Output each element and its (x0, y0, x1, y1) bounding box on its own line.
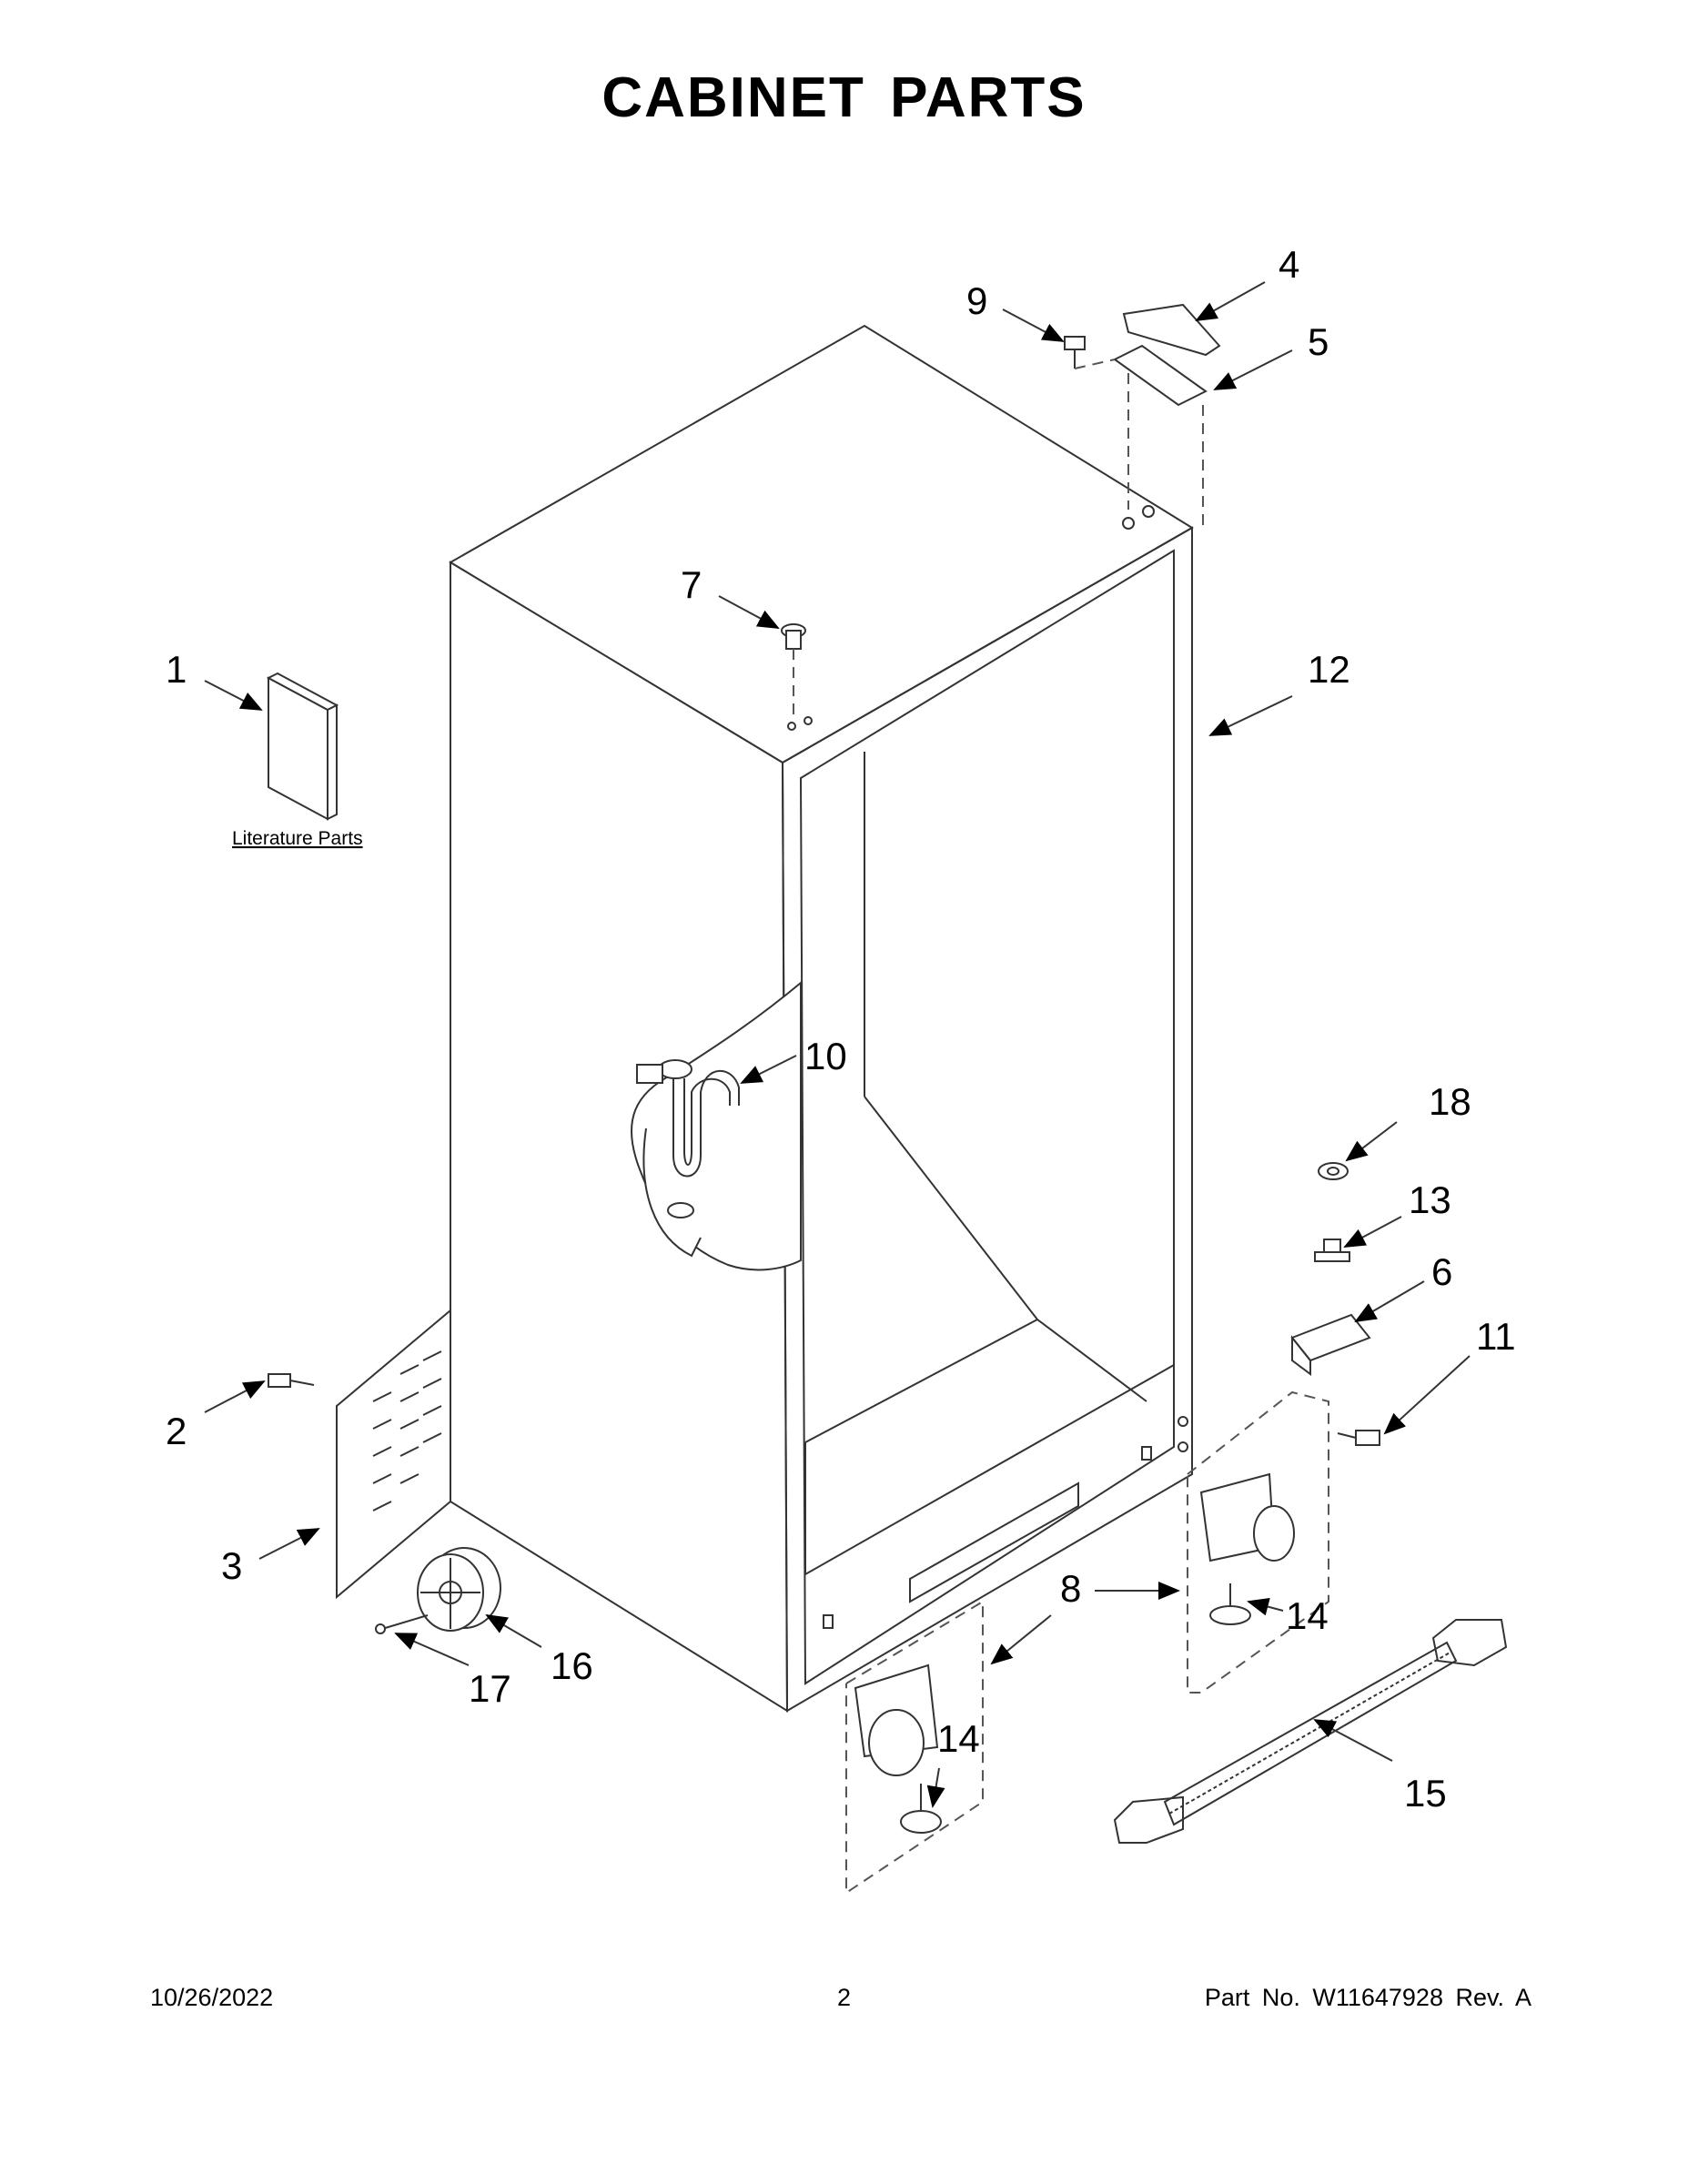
roller-assembly-left (845, 1600, 984, 1895)
callout-15: 15 (1404, 1772, 1447, 1815)
callout-2: 2 (166, 1410, 187, 1452)
callout-14-left: 14 (937, 1717, 980, 1760)
callout-5: 5 (1308, 320, 1329, 363)
callout-18: 18 (1429, 1080, 1471, 1123)
footer-date: 10/26/2022 (150, 1984, 274, 2011)
bottom-hinge-parts (1290, 1162, 1380, 1446)
callout-7: 7 (681, 563, 702, 606)
callout-13: 13 (1409, 1178, 1451, 1221)
callout-6: 6 (1431, 1250, 1452, 1293)
callout-11: 11 (1476, 1315, 1516, 1358)
roller-assembly-right (1187, 1390, 1329, 1694)
callout-8: 8 (1060, 1567, 1081, 1610)
cutaway-drain-area (630, 980, 802, 1271)
top-hinge-assembly (1064, 303, 1221, 528)
callout-17: 17 (469, 1667, 511, 1710)
literature-parts-booklet: Literature Parts (232, 672, 363, 849)
literature-parts-label: Literature Parts (232, 828, 363, 849)
callout-9: 9 (966, 279, 987, 322)
callout-14-right: 14 (1286, 1594, 1329, 1637)
footer-page-number: 2 (836, 1984, 852, 2011)
cabinet-body (449, 324, 1194, 1713)
callout-1: 1 (166, 648, 187, 691)
footer-part-number: Part No. W11647928 Rev. A (1204, 1984, 1531, 2011)
callout-3: 3 (221, 1544, 242, 1587)
toe-grille (1113, 1619, 1508, 1844)
callout-4: 4 (1279, 243, 1299, 286)
page-title: CABINET PARTS (601, 66, 1087, 129)
roller-wheel (375, 1547, 501, 1634)
pin-part (781, 623, 806, 717)
callout-arrows (204, 281, 1471, 1808)
callout-12: 12 (1308, 648, 1350, 691)
callout-numbers: 1 2 3 4 5 6 7 8 9 10 11 12 13 14 14 15 1… (166, 243, 1516, 1815)
callout-16: 16 (551, 1644, 593, 1687)
callout-10: 10 (804, 1035, 847, 1077)
rear-access-panel (268, 1308, 451, 1600)
